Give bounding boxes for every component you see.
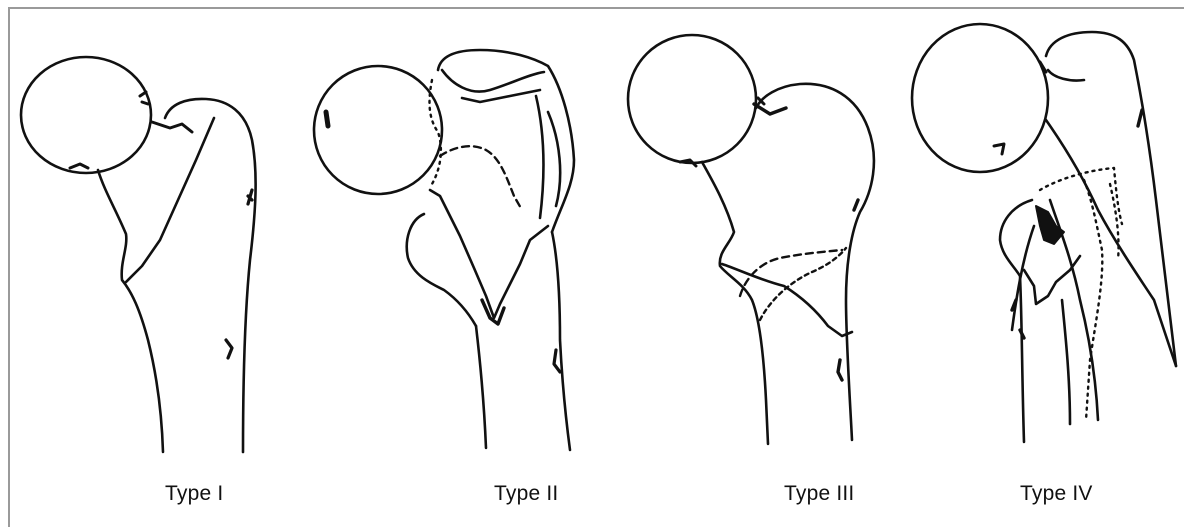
fragment-line-type-4a xyxy=(1048,70,1084,81)
dotted-line-type-4b xyxy=(1084,180,1102,420)
femur-outline-medial-type-2 xyxy=(476,326,486,448)
femur-outline-medial-type-1 xyxy=(98,170,163,452)
notch-type-1 xyxy=(152,122,192,132)
femur-type-1 xyxy=(21,57,256,452)
type-label-3: Type III xyxy=(784,482,854,506)
notch-type-3 xyxy=(754,104,786,114)
trochanter-fragment-type-4 xyxy=(1046,32,1176,366)
femoral-head-type-1 xyxy=(21,57,151,173)
lesser-trochanter-type-2 xyxy=(407,214,476,326)
head-mark-type-4 xyxy=(994,62,1046,154)
femur-type-2 xyxy=(314,50,574,450)
trochanter-fragment-type-2 xyxy=(438,50,574,232)
femur-type-4 xyxy=(912,24,1176,442)
fragment-line-type-2a xyxy=(442,70,544,92)
femur-outline-lateral-type-2 xyxy=(552,232,570,450)
femur-outline-lateral-type-1 xyxy=(165,99,256,452)
shaft-line-type-4a xyxy=(1012,226,1034,330)
femur-outline-lateral-type-3 xyxy=(756,84,874,440)
fracture-line-type-1 xyxy=(126,118,214,282)
shaft-line-type-4c xyxy=(1062,300,1070,424)
fragment-line-type-2d xyxy=(548,112,560,206)
femur-outline-medial-type-3 xyxy=(702,162,768,444)
fracture-line-type-2 xyxy=(430,190,548,318)
type-label-1: Type I xyxy=(165,482,223,506)
femoral-head-type-3 xyxy=(628,35,756,163)
fracture-line-type-3 xyxy=(722,264,852,336)
shaft-mark-type-2 xyxy=(554,350,560,372)
femoral-head-type-2 xyxy=(314,66,442,194)
femur-type-3 xyxy=(628,35,874,444)
head-mark-type-1 xyxy=(70,92,148,168)
femoral-head-type-4 xyxy=(912,24,1048,172)
head-mark-type-2 xyxy=(326,112,328,126)
lesser-trochanter-type-4 xyxy=(1000,200,1032,442)
type-label-4: Type IV xyxy=(1020,482,1093,506)
dashed-line-type-2 xyxy=(440,146,522,210)
type-label-2: Type II xyxy=(494,482,558,506)
fragment-line-type-2c xyxy=(536,96,543,218)
